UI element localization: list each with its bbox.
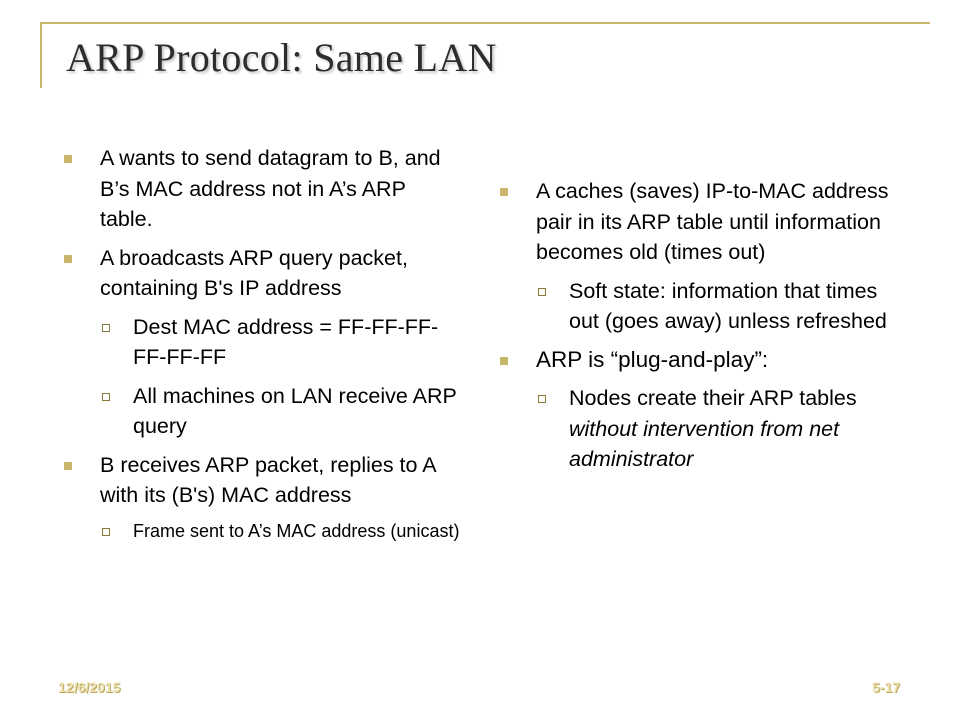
hollow-square-bullet-icon: [538, 395, 546, 403]
bullet-text: ARP is “plug-and-play”:: [536, 346, 769, 372]
square-bullet-icon: [64, 461, 72, 470]
hollow-square-bullet-icon: [102, 527, 110, 536]
subbullet-all-machines: All machines on LAN receive ARP query: [100, 381, 460, 442]
right-column: A caches (saves) IP-to-MAC address pair …: [496, 176, 896, 483]
square-bullet-icon: [64, 254, 72, 263]
footer-date: 12/6/2015: [58, 679, 121, 695]
square-bullet-icon: [500, 356, 508, 365]
bullet-a-broadcasts: A broadcasts ARP query packet, containin…: [60, 243, 460, 304]
hollow-square-bullet-icon: [102, 323, 110, 332]
square-bullet-icon: [500, 188, 508, 196]
footer-page-number: 5-17: [872, 679, 901, 695]
subbullet-text-italic: without intervention from net administra…: [569, 416, 840, 472]
subbullet-soft-state: Soft state: information that times out (…: [536, 276, 896, 337]
subbullet-text-lead: Nodes create their ARP tables: [569, 386, 857, 410]
subbullet-text: Dest MAC address = FF-FF-FF-FF-FF-FF: [133, 314, 439, 370]
frame-left-rule: [40, 22, 42, 88]
bullet-text: A caches (saves) IP-to-MAC address pair …: [536, 179, 889, 264]
subbullet-text: Frame sent to A’s MAC address (unicast): [133, 520, 460, 541]
bullet-text: A wants to send datagram to B, and B’s M…: [100, 146, 441, 231]
bullet-b-receives: B receives ARP packet, replies to A with…: [60, 450, 460, 511]
bullet-a-caches: A caches (saves) IP-to-MAC address pair …: [496, 176, 896, 268]
slide-title: ARP Protocol: Same LAN: [66, 35, 497, 80]
left-column: A wants to send datagram to B, and B’s M…: [60, 143, 460, 552]
hollow-square-bullet-icon: [102, 392, 110, 401]
subbullet-nodes-create: Nodes create their ARP tables without in…: [536, 383, 896, 475]
subbullet-frame-sent: Frame sent to A’s MAC address (unicast): [100, 519, 460, 544]
bullet-a-wants-to-send: A wants to send datagram to B, and B’s M…: [60, 143, 460, 235]
bullet-text: B receives ARP packet, replies to A with…: [100, 452, 436, 508]
frame-top-rule: [40, 22, 930, 24]
subbullet-text: Soft state: information that times out (…: [569, 278, 887, 334]
subbullet-text: All machines on LAN receive ARP query: [133, 383, 457, 439]
subbullet-dest-mac: Dest MAC address = FF-FF-FF-FF-FF-FF: [100, 312, 460, 373]
square-bullet-icon: [64, 155, 72, 163]
hollow-square-bullet-icon: [538, 287, 546, 296]
bullet-plug-and-play: ARP is “plug-and-play”:: [496, 345, 896, 376]
bullet-text: A broadcasts ARP query packet, containin…: [100, 245, 408, 301]
